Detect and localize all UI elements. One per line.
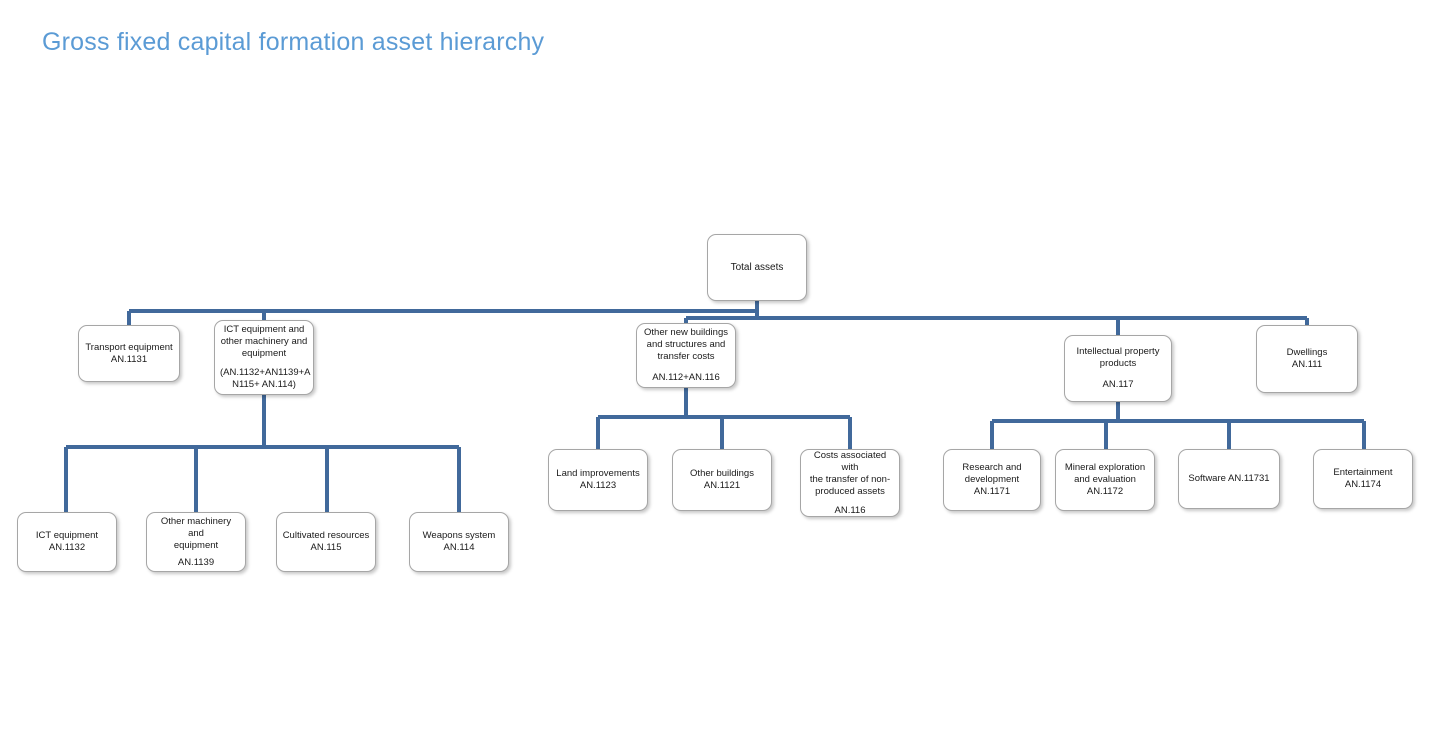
node-label: ICT equipment <box>35 530 99 541</box>
node-code: AN.1131 <box>110 353 148 365</box>
node-label: Software AN.11731 <box>1188 473 1270 484</box>
node-label: Total assets <box>730 261 784 273</box>
node-label-line-1: Costs associated with <box>813 449 887 473</box>
node-label-line-2: and structures and <box>646 339 726 350</box>
node-other-buildings[interactable]: Other buildings AN.1121 <box>672 449 772 511</box>
node-label-line-2: and evaluation <box>1074 474 1136 485</box>
node-entertainment[interactable]: Entertainment AN.1174 <box>1313 449 1413 509</box>
node-code: AN.1172 <box>1086 486 1124 497</box>
node-software[interactable]: Software AN.11731 <box>1178 449 1280 509</box>
node-dwellings[interactable]: Dwellings AN.111 <box>1256 325 1358 393</box>
node-code: AN.111 <box>1291 359 1323 370</box>
node-cultivated-resources[interactable]: Cultivated resources AN.115 <box>276 512 376 572</box>
node-research-and-development[interactable]: Research and development AN.1171 <box>943 449 1041 511</box>
node-land-improvements[interactable]: Land improvements AN.1123 <box>548 449 648 511</box>
node-label-line-1: Research and <box>962 462 1022 473</box>
node-label-line-3: produced assets <box>815 485 885 497</box>
node-label: Entertainment <box>1333 467 1393 478</box>
node-code: AN.114 <box>443 542 475 553</box>
node-label-line-3: transfer costs <box>657 351 715 362</box>
page-title: Gross fixed capital formation asset hier… <box>42 28 545 56</box>
node-label: Transport equipment <box>85 341 173 353</box>
node-label-line-2: development <box>964 474 1020 485</box>
node-transport-equipment[interactable]: Transport equipment AN.1131 <box>78 325 180 382</box>
node-code: AN.1174 <box>1344 479 1382 490</box>
node-other-new-buildings[interactable]: Other new buildings and structures and t… <box>636 323 736 388</box>
node-code: AN.1121 <box>703 480 741 491</box>
node-transfer-costs-nonproduced[interactable]: Costs associated with the transfer of no… <box>800 449 900 517</box>
node-code: AN.116 <box>834 504 866 516</box>
node-code: AN.112+AN.116 <box>652 372 720 383</box>
node-label: Dwellings <box>1286 347 1328 358</box>
node-label: Cultivated resources <box>282 530 370 541</box>
node-code-line-2: N115+ AN.114) <box>232 379 296 390</box>
node-code: AN.1123 <box>579 480 617 491</box>
node-code: AN.1171 <box>973 486 1011 497</box>
node-code: AN.1139 <box>177 556 215 568</box>
node-code-line-1: (AN.1132+AN1139+A <box>220 367 311 378</box>
node-label-line-1: Other machinery and <box>160 515 232 539</box>
node-mineral-exploration-and-evaluation[interactable]: Mineral exploration and evaluation AN.11… <box>1055 449 1155 511</box>
node-ict-equipment[interactable]: ICT equipment AN.1132 <box>17 512 117 572</box>
node-ict-and-other-machinery[interactable]: ICT equipment and other machinery and eq… <box>214 320 314 395</box>
node-weapons-system[interactable]: Weapons system AN.114 <box>409 512 509 572</box>
node-label-line-2: equipment <box>173 539 219 551</box>
node-total-assets[interactable]: Total assets <box>707 234 807 301</box>
node-code: AN.115 <box>310 542 342 553</box>
node-label-line-2: products <box>1099 358 1137 369</box>
node-other-machinery-and-equipment[interactable]: Other machinery and equipment AN.1139 <box>146 512 246 572</box>
node-label: Weapons system <box>422 530 496 541</box>
node-label: Other buildings <box>690 468 754 479</box>
node-code: AN.1132 <box>48 542 86 553</box>
node-intellectual-property-products[interactable]: Intellectual property products AN.117 <box>1064 335 1172 402</box>
node-label-line-2: the transfer of non- <box>809 473 891 485</box>
node-label: Land improvements <box>556 468 640 479</box>
node-code: AN.117 <box>1102 379 1134 390</box>
node-label-line-1: ICT equipment and <box>223 324 305 335</box>
node-label-line-1: Intellectual property <box>1076 346 1160 357</box>
node-label-line-1: Other new buildings <box>644 327 728 338</box>
node-label-line-2: other machinery and <box>220 336 308 347</box>
node-label-line-3: equipment <box>241 348 287 359</box>
node-label-line-1: Mineral exploration <box>1064 462 1146 473</box>
